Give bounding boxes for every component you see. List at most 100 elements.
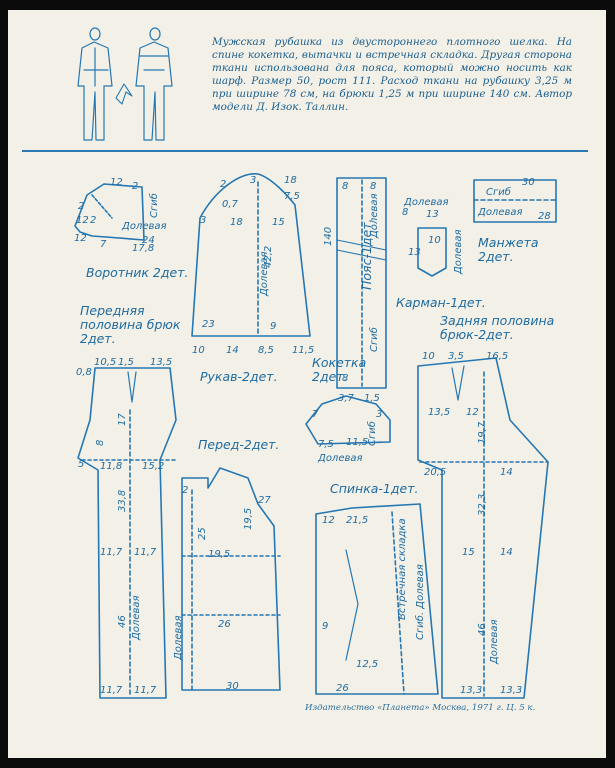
measure: 2 bbox=[220, 179, 227, 190]
measure: 16,5 bbox=[486, 351, 509, 362]
pocket-piece bbox=[417, 227, 447, 277]
measure: 3 bbox=[200, 215, 207, 226]
measure: 9 bbox=[322, 621, 329, 632]
measure: 14 bbox=[500, 467, 513, 478]
measure: 13,3 bbox=[460, 685, 483, 696]
measure: 14 bbox=[226, 345, 239, 356]
measure: 9 bbox=[270, 321, 277, 332]
measure: 13 bbox=[408, 247, 421, 258]
yoke-title: Кокетка 2дет. bbox=[312, 355, 367, 384]
measure: 3 bbox=[376, 409, 383, 420]
measure: 10,5 bbox=[94, 357, 117, 368]
measure: 5 bbox=[78, 459, 85, 470]
measure: 18 bbox=[284, 175, 297, 186]
measure: 13,5 bbox=[150, 357, 173, 368]
measure: 18 bbox=[230, 217, 243, 228]
measure: 12 bbox=[110, 177, 123, 188]
front-title: Перед-2дет. bbox=[198, 437, 280, 452]
measure: 46 bbox=[477, 623, 488, 636]
model-description: Мужская рубашка из двустороннего плотног… bbox=[212, 36, 572, 113]
back-trousers-grain: Долевая bbox=[489, 619, 500, 664]
measure: 28 bbox=[538, 211, 551, 222]
measure: 46 bbox=[117, 615, 128, 628]
measure: 2 bbox=[78, 201, 85, 212]
collar-title: Воротник 2дет. bbox=[86, 265, 189, 280]
model-figure-front bbox=[77, 27, 113, 141]
measure: 11,8 bbox=[100, 461, 123, 472]
pattern-sheet bbox=[8, 10, 606, 758]
measure: 12 bbox=[76, 215, 89, 226]
measure: 30 bbox=[226, 681, 239, 692]
measure: 33,8 bbox=[117, 489, 128, 512]
measure: 10 bbox=[192, 345, 205, 356]
belt-fold: Сгиб bbox=[369, 327, 380, 352]
sleeve-title: Рукав-2дет. bbox=[200, 369, 278, 384]
front-piece bbox=[181, 467, 281, 691]
cuff-side-grain: Долевая bbox=[404, 197, 449, 208]
measure: 19,7 bbox=[477, 421, 488, 444]
scarf-sketch bbox=[115, 83, 133, 105]
front-grain: Долевая bbox=[173, 615, 184, 660]
measure: 20,5 bbox=[424, 467, 447, 478]
sleeve-piece bbox=[191, 173, 311, 337]
front-trousers-piece bbox=[77, 367, 177, 699]
measure: 7,5 bbox=[284, 191, 300, 202]
measure: 11,7 bbox=[134, 685, 157, 696]
publisher-footer: Издательство «Планета» Москва, 1971 г. Ц… bbox=[305, 703, 536, 713]
measure: 27 bbox=[258, 495, 271, 506]
measure: 12 bbox=[466, 407, 479, 418]
back-fold-grain: Сгиб. Долевая bbox=[415, 564, 426, 640]
measure: 13,5 bbox=[428, 407, 451, 418]
measure: 10 bbox=[422, 351, 435, 362]
measure: 11,5 bbox=[346, 437, 369, 448]
divider-line bbox=[22, 150, 588, 152]
measure: 19,5 bbox=[243, 507, 254, 530]
measure: 11,7 bbox=[100, 685, 123, 696]
measure: 7 bbox=[312, 409, 319, 420]
measure: 1,5 bbox=[118, 357, 134, 368]
back-trousers-title: Задняя половина брюк-2дет. bbox=[440, 313, 555, 342]
belt-piece bbox=[336, 177, 387, 389]
measure: 2 bbox=[182, 485, 189, 496]
collar-piece bbox=[74, 183, 145, 241]
measure: 26 bbox=[218, 619, 231, 630]
measure: 32,3 bbox=[477, 493, 488, 516]
measure: 15 bbox=[462, 547, 475, 558]
yoke-piece bbox=[305, 395, 391, 445]
measure: 0,7 bbox=[222, 199, 238, 210]
measure: 1,5 bbox=[364, 393, 380, 404]
cuff-fold: Сгиб bbox=[486, 187, 511, 198]
measure: 13,3 bbox=[500, 685, 523, 696]
pocket-title: Карман-1дет. bbox=[396, 295, 486, 310]
measure: 30 bbox=[522, 177, 535, 188]
measure: 12 bbox=[74, 233, 87, 244]
measure: 2 bbox=[90, 215, 97, 226]
back-piece bbox=[315, 503, 439, 695]
front-trousers-grain: Долевая bbox=[131, 595, 142, 640]
measure: 26 bbox=[336, 683, 349, 694]
measure: 11,5 bbox=[292, 345, 315, 356]
pocket-grain: Долевая bbox=[453, 229, 464, 274]
back-pleat: Встречная складка bbox=[397, 518, 408, 620]
collar-fold: Сгиб bbox=[149, 193, 160, 218]
measure: 15 bbox=[272, 217, 285, 228]
collar-grain: Долевая bbox=[122, 221, 167, 232]
measure: 24 bbox=[142, 235, 155, 246]
measure: 42,2 bbox=[263, 245, 274, 268]
back-title: Спинка-1дет. bbox=[330, 481, 419, 496]
yoke-grain: Долевая bbox=[318, 453, 363, 464]
measure: 21,5 bbox=[346, 515, 369, 526]
measure: 140 bbox=[323, 226, 334, 246]
measure: 23 bbox=[202, 319, 215, 330]
measure: 7,5 bbox=[318, 439, 334, 450]
measure: 7 bbox=[100, 239, 107, 250]
back-trousers-piece bbox=[417, 357, 549, 699]
measure: 8 bbox=[370, 181, 377, 192]
measure: 13 bbox=[426, 209, 439, 220]
measure: 3,5 bbox=[448, 351, 464, 362]
measure: 17 bbox=[117, 413, 128, 426]
measure: 8,5 bbox=[258, 345, 274, 356]
measure: 10 bbox=[428, 235, 441, 246]
measure: 17,8 bbox=[132, 243, 155, 254]
